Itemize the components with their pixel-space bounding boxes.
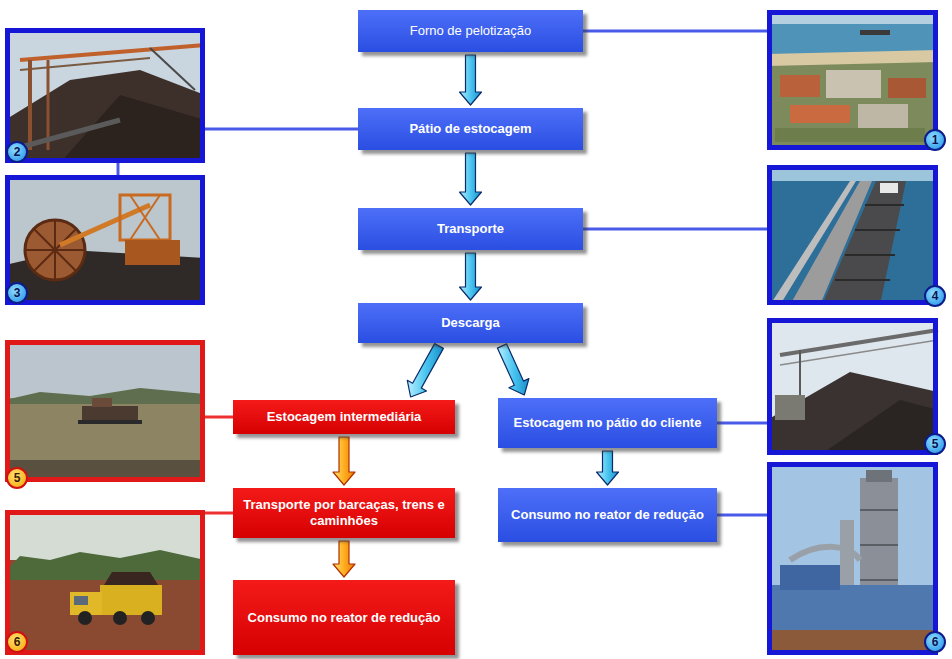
process-box: Transporte bbox=[358, 208, 583, 250]
photo-frames bbox=[8, 13, 936, 653]
photo-reclaimer bbox=[5, 175, 205, 305]
flow-arrow bbox=[407, 344, 443, 397]
box-text: Consumo no reator de redução bbox=[248, 610, 441, 626]
process-box: Estocagem intermediária bbox=[233, 400, 455, 434]
box-text: Estocagem no pátio do cliente bbox=[514, 415, 702, 431]
process-box: Forno de pelotização bbox=[358, 10, 583, 52]
callout-number: 6 bbox=[924, 631, 946, 653]
box-text: Consumo no reator de redução bbox=[511, 507, 704, 523]
callout-number: 2 bbox=[6, 141, 28, 163]
process-box: Pátio de estocagem bbox=[358, 108, 583, 150]
leader-line bbox=[205, 416, 233, 419]
box-text: Pátio de estocagem bbox=[409, 121, 531, 137]
box-text: Descarga bbox=[441, 315, 500, 331]
flow-arrow bbox=[597, 451, 619, 485]
leader-line bbox=[205, 128, 358, 131]
process-box: Estocagem no pátio do cliente bbox=[498, 398, 717, 448]
leader-line bbox=[205, 512, 233, 515]
box-text: Transporte por barcaças, trens e caminhõ… bbox=[243, 497, 445, 529]
leader-line bbox=[583, 228, 767, 231]
photo-plant-aerial bbox=[767, 10, 938, 150]
callout-number: 1 bbox=[924, 129, 946, 151]
box-text: Forno de pelotização bbox=[410, 23, 531, 39]
flow-arrow bbox=[460, 153, 482, 205]
leader-line bbox=[583, 30, 767, 33]
flow-arrow bbox=[460, 253, 482, 300]
leader-line bbox=[717, 514, 767, 517]
process-box: Descarga bbox=[358, 303, 583, 343]
leader-line bbox=[717, 422, 767, 425]
callout-number: 5 bbox=[6, 467, 28, 489]
callout-number: 5 bbox=[924, 433, 946, 455]
process-box: Transporte por barcaças, trens e caminhõ… bbox=[233, 488, 455, 538]
box-text: Estocagem intermediária bbox=[267, 409, 422, 425]
photo-customer-stockyard bbox=[767, 318, 938, 455]
photo-barge bbox=[5, 340, 205, 482]
process-box: Consumo no reator de redução bbox=[498, 488, 717, 542]
callout-number: 3 bbox=[6, 282, 28, 304]
photo-truck bbox=[5, 510, 205, 655]
callout-number: 6 bbox=[6, 631, 28, 653]
photo-stockyard-conveyor bbox=[5, 28, 205, 163]
process-box: Consumo no reator de redução bbox=[233, 580, 455, 655]
photo-reduction-plant bbox=[767, 462, 938, 655]
callout-number: 4 bbox=[924, 285, 946, 307]
flow-arrow bbox=[460, 55, 482, 105]
flow-arrow bbox=[333, 437, 355, 485]
flow-arrow bbox=[333, 541, 355, 577]
leader-line bbox=[117, 163, 120, 175]
flow-arrow bbox=[497, 344, 529, 395]
photo-ship-pier bbox=[767, 165, 938, 305]
leader-lines bbox=[118, 31, 767, 515]
box-text: Transporte bbox=[437, 221, 504, 237]
